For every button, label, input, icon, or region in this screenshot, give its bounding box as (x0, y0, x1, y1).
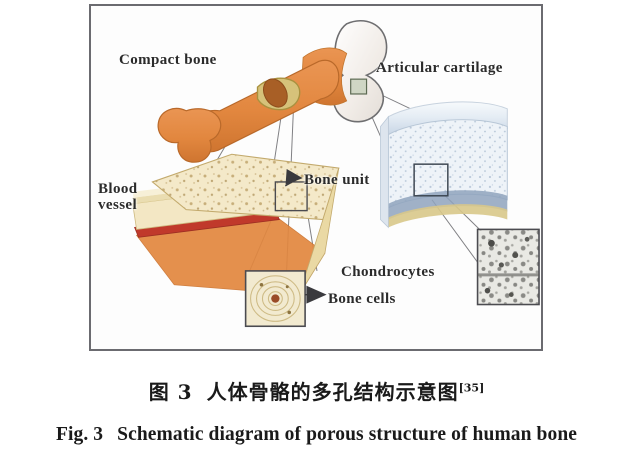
cartilage-roi-box (413, 163, 449, 197)
figure-illustration (91, 6, 541, 349)
label-chondrocytes: Chondrocytes (341, 264, 435, 280)
chondrocytes-inset (476, 228, 540, 306)
label-articular-cartilage: Articular cartilage (376, 60, 503, 76)
cartilage-specimen (380, 101, 508, 229)
figure-caption-english: Fig. 3 Schematic diagram of porous struct… (0, 424, 633, 446)
caption-english-number: Fig. 3 (55, 424, 104, 445)
label-bone-cells: Bone cells (328, 291, 396, 307)
label-compact-bone: Compact bone (119, 52, 217, 68)
figure-frame: Compact bone Articular cartilage Blood v… (89, 4, 543, 351)
bone-cells-inset (244, 270, 327, 328)
condyle-marker (350, 78, 368, 95)
label-blood-vessel: Blood vessel (98, 181, 138, 214)
caption-chinese-number: 图 3 (148, 380, 193, 404)
caption-english-text: Schematic diagram of porous structure of… (117, 424, 578, 445)
figure-caption-chinese: 图 3 人体骨骼的多孔结构示意图[35] (0, 376, 633, 405)
caption-chinese-text: 人体骨骼的多孔结构示意图 (206, 380, 459, 404)
caption-chinese-reference: [35] (458, 381, 485, 395)
label-arrows (284, 169, 303, 187)
femur-illustration (157, 19, 388, 163)
label-bone-unit: Bone unit (304, 172, 370, 188)
